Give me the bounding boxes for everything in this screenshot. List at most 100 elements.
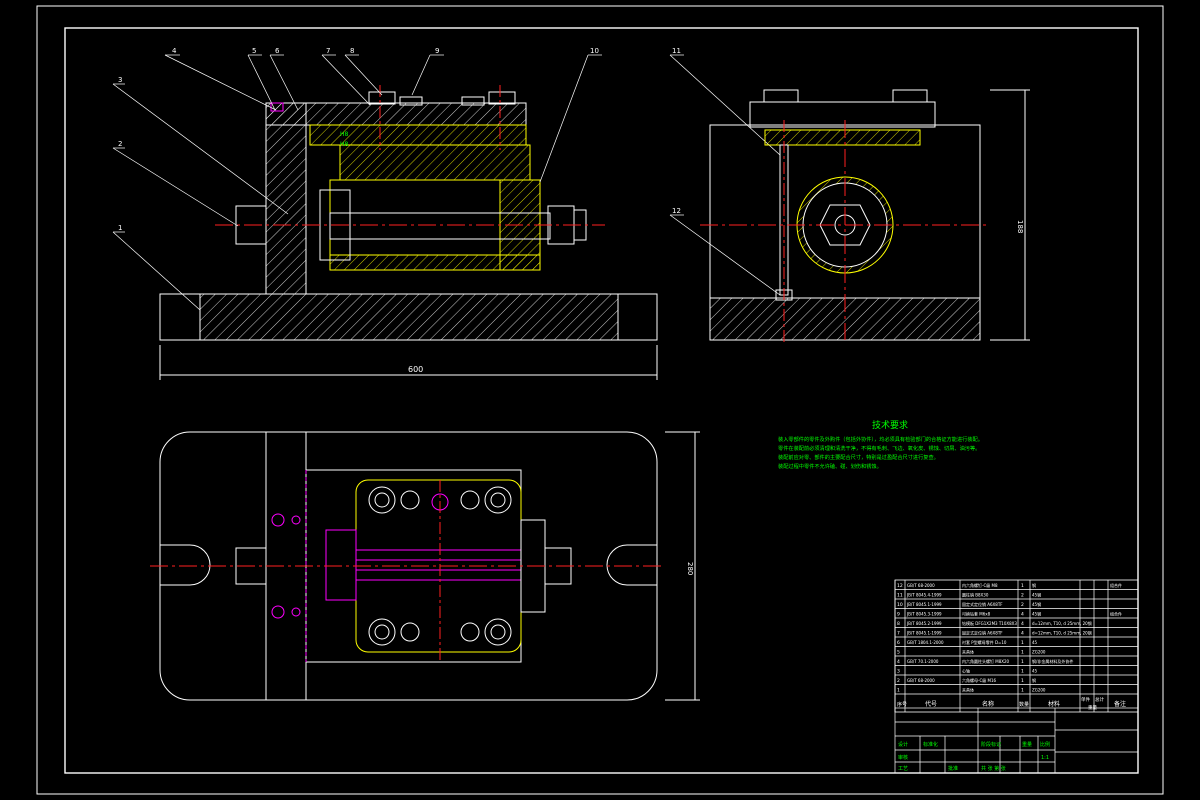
top-shaft [355,549,522,581]
bom-row-qty: 4 [1021,612,1024,618]
front-view: 600 H8 H8 [159,85,658,380]
bom-row-code: JB/T 8045.1-1999 [906,602,942,607]
tech-line-4: 装配过程中零件不允许磕、碰、划伤和锈蚀。 [778,462,882,470]
bom-row-no: 3 [897,669,900,675]
bom-row-qty: 2 [1021,593,1024,599]
knurled-knob-left [368,91,396,105]
tb-sheet: 共 张 第 张 [981,765,1006,772]
bom-row-qty: 4 [1021,621,1024,627]
bom-header-weight: 重量 [1088,704,1097,711]
bom-row-material: d=12mm, T10, d 25mm, 20钢 [1032,620,1092,626]
tech-title: 技术要求 [872,419,908,431]
top-height-dim: 280 [686,562,694,575]
bom-row-code: JB/T 8045.2-1999 [906,621,942,626]
callout-6: 6 [275,47,280,55]
bom-row-no: 8 [897,621,900,627]
bom-row-qty: 1 [1021,678,1024,684]
tb-scale-value: 1:1 [1041,755,1049,761]
bom-row-qty: 4 [1021,631,1024,637]
callout-2: 2 [118,140,122,148]
callout-1: 1 [118,224,122,232]
bom-row-name: 内六角螺钉-C级 M8 [962,582,998,588]
callout-3: 3 [118,76,122,84]
bom-row-material: 45 [1032,640,1038,645]
bom-row-name: 衬套 P型螺母零件 D=10 [962,639,1007,645]
bom-row-material: d=12mm, T10, d 25mm, 20钢 [1032,630,1092,636]
bom-row-code: GB/T 1804.1-2000 [907,640,944,645]
tb-std: 标准化 [923,741,938,748]
bom-row-qty: 2 [1021,602,1024,608]
bom-row-qty: 1 [1021,583,1024,589]
callout-8: 8 [350,47,354,55]
bom-row-code: GB/T 70.1-2000 [907,659,939,664]
callout-9: 9 [435,47,439,55]
callout-10: 10 [590,47,599,55]
bom-header-material: 材料 [1048,700,1060,708]
bom-row-material: ZG200 [1032,688,1046,693]
bom-row-material: 钢 [1032,677,1036,683]
bom-header-single: 单件 [1081,696,1090,703]
tech-line-1: 装入零部件的零件及外购件（包括外协件），均必须具有检验部门的合格证方能进行装配。 [778,435,983,443]
bom-row-name: 可换钻套 M6x8 [962,611,991,617]
callout-12: 12 [672,207,681,215]
bom-row-name: 固定式定位销 A6X8TF [962,601,1003,607]
callout-4: 4 [172,47,177,55]
bom-header-no: 序号 [897,701,907,708]
bom-header-name: 名称 [982,700,994,708]
callout-7: 7 [326,47,330,55]
side-view: 188 [700,89,1030,345]
tag-a: H8 [340,131,349,138]
callout-labels: 1 2 3 4 5 6 7 8 9 10 11 12 [118,47,681,232]
tb-approve: 批准 [948,765,958,772]
bom-row-name: 内六角圆柱头螺钉 M8X20 [962,658,1010,664]
top-view: 280 [150,431,700,701]
bom-row-material: 钢 [1032,582,1036,588]
bom-row-qty: 1 [1021,659,1024,665]
bom-header-total: 总计 [1095,696,1104,703]
bom-row-name: 钻模板 DFG1X2M3 T10X8X3 [962,620,1017,626]
bom-row-no: 6 [897,640,900,646]
drill-plate [265,102,527,126]
bom-row-qty: 1 [1021,650,1024,656]
tag-b: H8 [340,141,349,148]
bom-row-code: JB/T 8045.4-1999 [906,593,942,598]
tb-stage: 阶段标记 [981,741,1001,748]
callouts [112,54,781,311]
bom-header-note: 备注 [1114,700,1126,708]
upright-column [265,102,307,295]
mandrel-shaft [329,212,551,240]
knurled-knob-right [488,91,516,105]
tb-checker: 审核 [898,754,908,761]
tb-scale: 比例 [1040,741,1050,748]
bom-row-material: 45 [1032,669,1038,674]
tech-requirements: 技术要求 装入零部件的零件及外购件（包括外协件），均必须具有检验部门的合格证方能… [778,419,983,470]
bom-row-name: 夹具体 [962,649,974,655]
bom-row-no: 1 [897,688,900,694]
bom-row-qty: 1 [1021,688,1024,694]
bom-row-name: 圆柱销 B8X30 [962,592,989,598]
tb-process: 工艺 [898,766,908,772]
side-knob-right [892,89,928,103]
front-width-dim: 600 [408,365,423,374]
bom-row-code: GB/T 68-2000 [907,678,935,683]
bom-row-material: 45钢 [1032,601,1041,607]
bom-row-no: 9 [897,612,900,618]
bom-row-qty: 1 [1021,669,1024,675]
title-block-text: 设计 标准化 审核 工艺 批准 阶段标记 重量 比例 1:1 共 张 第 张 [898,741,1050,772]
bom-row-code: JB/T 8045.1-1999 [906,631,942,636]
callout-5: 5 [252,47,256,55]
bom-header-qty: 数量 [1019,701,1029,708]
tech-line-2: 零件在装配前必须清理和清洗干净，不得有毛刺、飞边、氧化皮、锈蚀、切屑、油污等。 [778,444,980,452]
tb-weight: 重量 [1022,741,1032,748]
bom-row-code: JB/T 8045.3-1999 [906,612,942,617]
bom-row-material: 钢/非金属材料及外协件 [1032,658,1073,664]
bom-row-note: 组合件 [1110,582,1122,588]
callout-11: 11 [672,47,681,55]
tech-line-3: 装配前应对零、部件的主要配合尺寸，特别是过盈配合尺寸进行复查。 [778,453,939,461]
bom-row-name: 固定式定位销 A6X8TF [962,630,1003,636]
inner-frame [64,27,1139,774]
bom-row-name: 夹具体 [962,687,974,693]
bom-row-material: ZG200 [1032,650,1046,655]
bom-row-material: 45钢 [1032,611,1041,617]
